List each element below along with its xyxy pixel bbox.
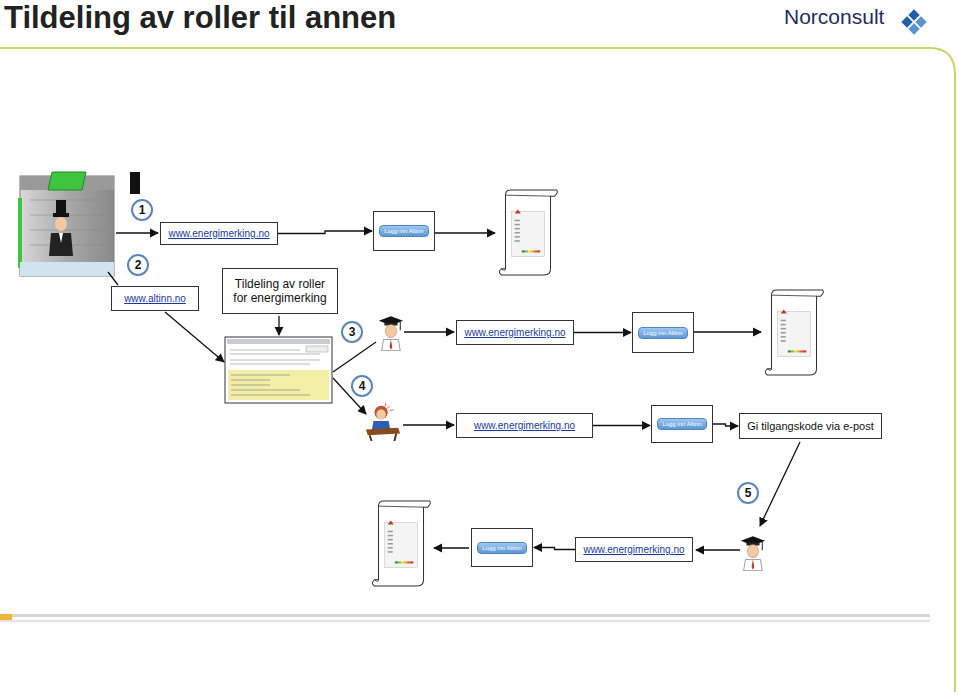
- brand-name: Norconsult: [784, 5, 884, 29]
- node-text: www.energimerking.no: [583, 544, 684, 555]
- flow-arrow: [278, 231, 372, 234]
- flow-arrow: [593, 425, 650, 426]
- callout-number: 3: [349, 325, 356, 339]
- node-text: www.energimerking.no: [474, 420, 575, 431]
- node-text: www.energimerking.no: [168, 228, 269, 239]
- node-text: Logg inn Altinn: [657, 418, 706, 430]
- callout-number: 1: [131, 199, 153, 221]
- callout-number: 2: [127, 254, 149, 276]
- flow-arrow: [713, 424, 738, 426]
- callout-number: 2: [135, 258, 142, 272]
- url-box: www.energimerking.no: [160, 222, 278, 245]
- flow-arrow: [534, 548, 575, 550]
- node-text: www.altinn.no: [124, 293, 186, 304]
- url-box: www.energimerking.no: [575, 537, 693, 562]
- node-text: Logg inn Altinn: [379, 225, 428, 237]
- url-box: www.altinn.no: [111, 286, 199, 311]
- callout-number: 5: [745, 486, 752, 500]
- node-text: Logg inn Altinn: [638, 327, 687, 339]
- callout-number: 1: [139, 203, 146, 217]
- node-text: Tildeling av roller for energimerking: [229, 277, 331, 305]
- title-box: Tildeling av roller for energimerking: [222, 268, 338, 314]
- login-button-box: Logg inn Altinn: [471, 528, 533, 567]
- page-title: Tildeling av roller til annen: [4, 0, 396, 36]
- step-box: Gi tilgangskode via e-post: [739, 413, 882, 439]
- callout-number: 3: [341, 321, 363, 343]
- callout-number: 4: [351, 375, 373, 397]
- login-button-box: Logg inn Altinn: [632, 312, 694, 353]
- callout-number: 4: [359, 379, 366, 393]
- callout-number: 5: [737, 482, 759, 504]
- flow-arrow: [574, 332, 631, 333]
- login-button-box: Logg inn Altinn: [651, 405, 713, 443]
- node-text: Gi tilgangskode via e-post: [747, 420, 874, 432]
- node-text: Logg inn Altinn: [477, 542, 526, 554]
- login-button-box: Logg inn Altinn: [373, 211, 435, 251]
- url-box: www.energimerking.no: [456, 320, 574, 345]
- url-box: www.energimerking.no: [456, 413, 593, 438]
- node-text: www.energimerking.no: [464, 327, 565, 338]
